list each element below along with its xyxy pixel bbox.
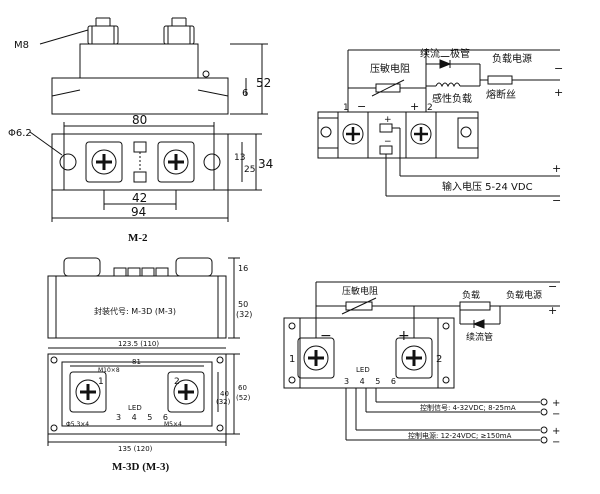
dim-42: 42 bbox=[132, 191, 147, 205]
m3-package-label: 封装代号: M-3D (M-3) bbox=[94, 306, 176, 316]
dim-34: 34 bbox=[258, 157, 273, 171]
ssr-body-1 bbox=[317, 111, 479, 159]
w1-ctrl-minus: − bbox=[384, 137, 392, 147]
w1-load-source-label: 负载电源 bbox=[492, 52, 532, 65]
w2-term-2: 2 bbox=[436, 354, 442, 365]
dim-52: 52 bbox=[256, 76, 271, 90]
dim-50: 50 bbox=[238, 300, 248, 309]
m3-title: M-3D (M-3) bbox=[112, 461, 169, 473]
w2-src-minus: − bbox=[548, 280, 557, 293]
w1-diode-label: 续流二极管 bbox=[420, 47, 470, 60]
dim-6: 6 bbox=[242, 88, 248, 99]
m2-title: M-2 bbox=[128, 232, 148, 244]
dim-16: 16 bbox=[238, 264, 248, 273]
dim-32b: (32) bbox=[216, 398, 231, 406]
dim-25: 25 bbox=[244, 165, 255, 175]
dim-13: 13 bbox=[234, 153, 245, 163]
w2-varistor-label: 压敏电阻 bbox=[342, 285, 378, 297]
w1-term-2: 2 bbox=[427, 103, 433, 113]
w1-input-label: 输入电压 5-24 VDC bbox=[442, 180, 533, 193]
inductor-1 bbox=[435, 82, 461, 88]
w1-term-plus: + bbox=[410, 100, 419, 113]
w2-led-label: LED bbox=[356, 366, 370, 374]
w2-src-plus: + bbox=[548, 304, 557, 317]
w1-ctrl-plus: + bbox=[384, 115, 392, 125]
m3-term-2: 2 bbox=[174, 377, 180, 387]
w2-term-plus: + bbox=[398, 328, 410, 344]
dim-40: 40 bbox=[220, 390, 229, 398]
w2-term-minus: − bbox=[320, 328, 332, 344]
wiring-diagram-1: 1 − + 2 + − 压敏电阻 续流二极管 负载电源 感性负载 熔断丝 − + bbox=[317, 47, 563, 207]
w1-src-plus: + bbox=[554, 86, 563, 99]
w1-input-minus: − bbox=[552, 194, 561, 207]
w2-load-label: 负载 bbox=[462, 289, 480, 301]
hole-6-2-label: Φ6.2 bbox=[8, 128, 32, 139]
w1-inductive-load-label: 感性负载 bbox=[432, 92, 472, 105]
w1-term-1: 1 bbox=[343, 103, 349, 113]
w1-term-minus: − bbox=[357, 100, 366, 113]
m8-label: M8 bbox=[14, 40, 29, 51]
w2-control-signal-label: 控制信号: 4-32VDC; 8-25mA bbox=[420, 403, 516, 412]
dim-123: 123.5 (110) bbox=[118, 340, 159, 348]
dim-80: 80 bbox=[132, 113, 147, 127]
w2-diode-label: 续流管 bbox=[466, 331, 493, 343]
fuse-1 bbox=[487, 75, 513, 85]
m2-screw-right bbox=[163, 25, 195, 45]
ssr-body-2 bbox=[283, 317, 455, 389]
m3-side-view: 封装代号: M-3D (M-3) 16 50 (32) bbox=[47, 257, 252, 339]
m3-pins: 3 4 5 6 bbox=[116, 413, 172, 422]
m2-mount-hole-right bbox=[203, 153, 221, 171]
w1-varistor-label: 压敏电阻 bbox=[370, 62, 410, 75]
dim-135: 135 (120) bbox=[118, 445, 153, 453]
wiring-diagram-2: 1 2 − + LED 3 4 5 6 压敏电阻 负载 负载电源 续流管 − + bbox=[283, 280, 560, 448]
w2-load-source-label: 负载电源 bbox=[506, 289, 542, 301]
m3-led-label: LED bbox=[128, 404, 142, 412]
m2-mount-hole-left bbox=[59, 153, 77, 171]
dim-81: 81 bbox=[132, 358, 141, 366]
dim-94: 94 bbox=[131, 205, 146, 219]
w2-pwr-plus: + bbox=[552, 426, 560, 437]
m2-top-view: Φ6.2 80 42 94 34 13 25 M-2 bbox=[8, 113, 273, 244]
m3-term-1: 1 bbox=[98, 377, 104, 387]
w2-term-1: 1 bbox=[289, 354, 295, 365]
w2-sig-plus: + bbox=[552, 398, 560, 409]
m3-screw-label: M10×8 bbox=[98, 367, 120, 374]
w1-fuse-label: 熔断丝 bbox=[486, 88, 516, 101]
w1-input-plus: + bbox=[552, 162, 561, 175]
dim-32: (32) bbox=[236, 310, 252, 319]
dim-60: 60 bbox=[238, 384, 247, 392]
w2-pwr-minus: − bbox=[552, 437, 560, 448]
m3-hole-label: Φ5.3×4 bbox=[66, 421, 89, 428]
m2-screw-left bbox=[87, 25, 119, 45]
m3-top-view: 1 2 LED 3 4 5 6 M10×8 Φ5.3×4 M5×4 123.5 … bbox=[47, 340, 251, 473]
w2-pins: 3 4 5 6 bbox=[344, 377, 400, 386]
m3-m5-label: M5×4 bbox=[164, 421, 182, 428]
dim-52b: (52) bbox=[236, 394, 251, 402]
m2-side-view: M8 52 6 bbox=[14, 17, 271, 115]
w1-src-minus: − bbox=[554, 62, 563, 75]
load-2 bbox=[459, 301, 491, 311]
w2-sig-minus: − bbox=[552, 409, 560, 420]
w2-control-power-label: 控制电源: 12-24VDC; ≥150mA bbox=[408, 431, 512, 440]
